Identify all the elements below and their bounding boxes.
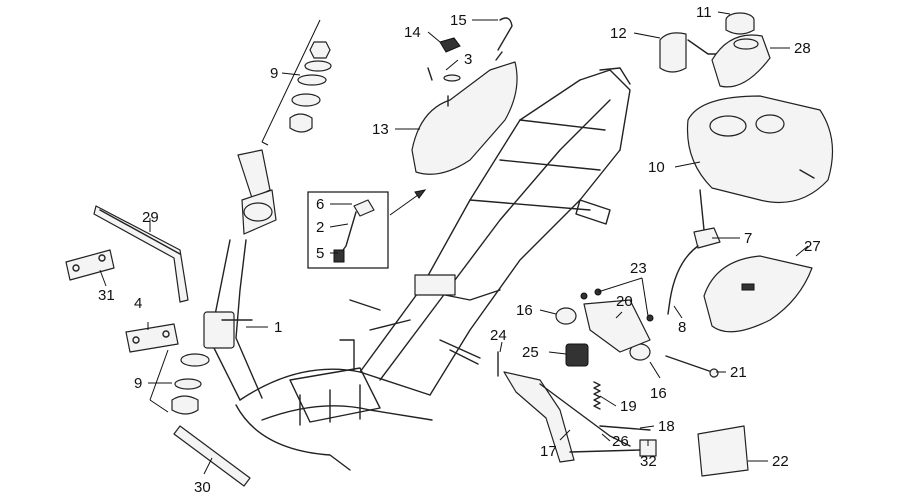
- scooter-frame: [203, 67, 631, 471]
- label-5: 5: [316, 245, 324, 262]
- steering-bearing-kit-top: [261, 19, 332, 146]
- label-32: 32: [640, 453, 657, 470]
- bolt-18: [599, 425, 651, 431]
- bushing-32: [639, 439, 657, 457]
- leader-lines: [99, 11, 809, 475]
- label-11: 11: [696, 4, 712, 21]
- label-25: 25: [522, 344, 539, 361]
- label-22: 22: [772, 453, 789, 470]
- label-10: 10: [648, 159, 665, 176]
- label-23: 23: [630, 260, 647, 277]
- center-stand-17: [503, 371, 641, 463]
- oil-tank-13: [411, 51, 518, 175]
- label-18: 18: [658, 418, 675, 435]
- label-16-left: 16: [516, 302, 533, 319]
- label-17: 17: [540, 443, 557, 460]
- label-26: 26: [612, 433, 629, 450]
- fuel-tank-10: [686, 95, 834, 204]
- bolt-21: [665, 355, 719, 378]
- bracket-31: [65, 249, 115, 281]
- bag-22: [697, 425, 749, 477]
- tank-cover-28: [711, 34, 771, 88]
- bolts-23: [580, 288, 654, 322]
- label-14: 14: [404, 24, 421, 41]
- label-27: 27: [804, 238, 821, 255]
- fuel-hose-8: [667, 245, 699, 315]
- fuel-pump-12: [659, 32, 719, 73]
- label-1: 1: [274, 319, 282, 336]
- label-4: 4: [134, 295, 142, 312]
- label-21: 21: [730, 364, 747, 381]
- label-9-top: 9: [270, 65, 278, 82]
- label-6: 6: [316, 196, 324, 213]
- protection-bar-30: [173, 425, 251, 487]
- fuel-tap-7: [693, 189, 721, 249]
- label-20: 20: [616, 293, 633, 310]
- label-29: 29: [142, 209, 159, 226]
- label-16-right: 16: [650, 385, 667, 402]
- steering-bearing-kit-bottom: [149, 349, 210, 415]
- label-28: 28: [794, 40, 811, 57]
- bracket-29: [93, 205, 189, 303]
- inset-box: [307, 189, 427, 269]
- buffer-25: [565, 343, 589, 367]
- label-31: 31: [98, 287, 115, 304]
- label-24: 24: [490, 327, 507, 344]
- label-19: 19: [620, 398, 637, 415]
- label-2: 2: [316, 219, 324, 236]
- label-7: 7: [744, 230, 752, 247]
- label-12: 12: [610, 25, 627, 42]
- bushing-16a: [555, 307, 577, 325]
- label-30: 30: [194, 479, 211, 496]
- label-13: 13: [372, 121, 389, 138]
- cover-27: [703, 255, 813, 333]
- label-8: 8: [678, 319, 686, 336]
- part-labels: 1 2 3 4 5 6 7 8 9 9 10 11 12 13 14 15 16…: [98, 4, 821, 496]
- bracket-4: [125, 323, 179, 353]
- oil-tube-15: [497, 17, 513, 51]
- oil-cap-14: [439, 37, 461, 53]
- label-15: 15: [450, 12, 467, 29]
- fuel-cap-11: [725, 12, 755, 35]
- label-9-bottom: 9: [134, 375, 142, 392]
- bracket-20: [583, 299, 651, 353]
- spring-19: [593, 381, 601, 410]
- label-3: 3: [464, 51, 472, 68]
